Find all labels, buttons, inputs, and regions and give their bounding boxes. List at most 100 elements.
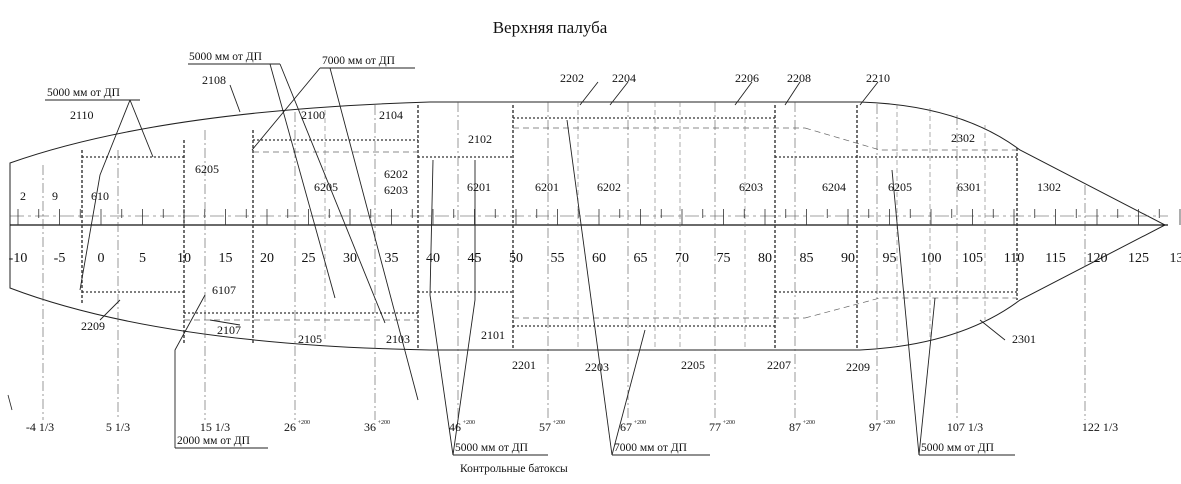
bottom-frame-label: 87 <box>789 420 801 434</box>
callout-bottom-5000-mid: 5000 мм от ДП <box>455 442 528 454</box>
mid-label: 6205 <box>888 180 912 194</box>
bottom-frame-label: 97 <box>869 420 881 434</box>
mid-label: 6301 <box>957 180 981 194</box>
bottom-frame-label: 5 1/3 <box>106 420 130 434</box>
bottom-frame-sup: +200 <box>378 420 390 426</box>
bottom-frame-sup: +200 <box>298 420 310 426</box>
frame-tick-label: 45 <box>468 251 482 266</box>
upper-label: 2204 <box>612 71 636 85</box>
frame-tick-label: 75 <box>717 251 731 266</box>
frame-tick-label: 30 <box>343 251 357 266</box>
edge-mark <box>8 395 12 410</box>
mid-label: 6202 <box>384 167 408 181</box>
upper-label: 2210 <box>866 71 890 85</box>
bottom-frame-label: 26 <box>284 420 296 434</box>
hull-outline <box>10 102 1165 350</box>
upper-label: 2110 <box>70 108 94 122</box>
bottom-frame-label: 36 <box>364 420 376 434</box>
frame-tick-label: 25 <box>302 251 316 266</box>
callout-top-left-5000: 5000 мм от ДП <box>47 87 120 99</box>
bottom-frame-sup: +200 <box>723 420 735 426</box>
frame-tick-label: 5 <box>139 251 146 266</box>
bottom-frame-label: 77 <box>709 420 721 434</box>
callout-bottom-2000: 2000 мм от ДП <box>177 435 250 447</box>
callout-top-7000: 7000 мм от ДП <box>322 55 395 67</box>
frame-tick-label: -5 <box>54 251 66 266</box>
bottom-frame-label: 15 1/3 <box>200 420 230 434</box>
upper-label: 2208 <box>787 71 811 85</box>
bottom-frame-label: 122 1/3 <box>1082 420 1118 434</box>
lower-label: 2203 <box>585 360 609 374</box>
inner-frame-lines <box>325 102 985 350</box>
mid-label: 6202 <box>597 180 621 194</box>
mid-label: 6201 <box>535 180 559 194</box>
bottom-frame-label: 67 <box>620 420 632 434</box>
frame-tick-label: 115 <box>1045 251 1065 266</box>
lower-label: 2209 <box>846 360 870 374</box>
frame-tick-label: 130 <box>1170 251 1181 266</box>
callout-control-buttocks: Контрольные батоксы <box>460 463 568 475</box>
frame-tick-label: 105 <box>962 251 983 266</box>
mid-label: 6203 <box>739 180 763 194</box>
frame-tick-label: 55 <box>551 251 565 266</box>
lower-label: 2205 <box>681 358 705 372</box>
centre-line-ticks <box>18 209 1180 225</box>
frame-tick-label: 0 <box>98 251 105 266</box>
upper-label: 2102 <box>468 132 492 146</box>
lower-label: 2209 <box>81 319 105 333</box>
frame-tick-label: 110 <box>1004 251 1024 266</box>
frame-tick-label: 40 <box>426 251 440 266</box>
bottom-frame-label: 107 1/3 <box>947 420 983 434</box>
callout-bottom-7000: 7000 мм от ДП <box>614 442 687 454</box>
lower-label: 2201 <box>512 358 536 372</box>
lower-label: 2301 <box>1012 332 1036 346</box>
bottom-frame-sup: +200 <box>883 420 895 426</box>
frame-tick-label: 20 <box>260 251 274 266</box>
bottom-frame-label: -4 1/3 <box>26 420 54 434</box>
bottom-frame-label: 57 <box>539 420 551 434</box>
lower-label: 2105 <box>298 332 322 346</box>
frame-tick-label: 125 <box>1128 251 1149 266</box>
mid-label: 2 <box>20 189 26 203</box>
bottom-frame-sup: +200 <box>634 420 646 426</box>
bottom-frame-label: 46 <box>449 420 461 434</box>
frame-tick-label: 60 <box>592 251 606 266</box>
mid-label: 1302 <box>1037 180 1061 194</box>
lower-labels: 6107 2209 2107 2105 2103 2101 2201 2203 2205 2207… <box>81 283 1036 374</box>
frame-tick-label: 50 <box>509 251 523 266</box>
bottom-frame-sup: +200 <box>803 420 815 426</box>
upper-label: 2108 <box>202 73 226 87</box>
mid-label: 9 <box>52 189 58 203</box>
frame-tick-label: 80 <box>758 251 772 266</box>
frame-tick-label: 10 <box>177 251 191 266</box>
mid-label: 6204 <box>822 180 846 194</box>
frame-tick-label: 90 <box>841 251 855 266</box>
lower-label: 6107 <box>212 283 236 297</box>
lower-label: 2103 <box>386 332 410 346</box>
frame-tick-label: -10 <box>9 251 28 266</box>
upper-label: 2202 <box>560 71 584 85</box>
frame-tick-label: 95 <box>883 251 897 266</box>
upper-label: 2302 <box>951 131 975 145</box>
lower-label: 2107 <box>217 323 241 337</box>
callout-leaders <box>45 0 1181 455</box>
callout-top-5000: 5000 мм от ДП <box>189 51 262 63</box>
mid-label: 6201 <box>467 180 491 194</box>
bottom-frame-sup: +200 <box>553 420 565 426</box>
mid-label: 6205 <box>195 162 219 176</box>
lower-label: 2207 <box>767 358 791 372</box>
bottom-frame-sup: +200 <box>463 420 475 426</box>
frame-tick-label: 65 <box>634 251 648 266</box>
mid-label: 610 <box>91 189 109 203</box>
lower-label: 2101 <box>481 328 505 342</box>
mid-labels: 2 9 610 6205 6205 6202 6203 6201 6201 6202 6203 620… <box>20 162 1061 203</box>
upper-label: 2206 <box>735 71 759 85</box>
frame-tick-label: 120 <box>1087 251 1108 266</box>
mid-label: 6203 <box>384 183 408 197</box>
callout-bottom-5000-right: 5000 мм от ДП <box>921 442 994 454</box>
